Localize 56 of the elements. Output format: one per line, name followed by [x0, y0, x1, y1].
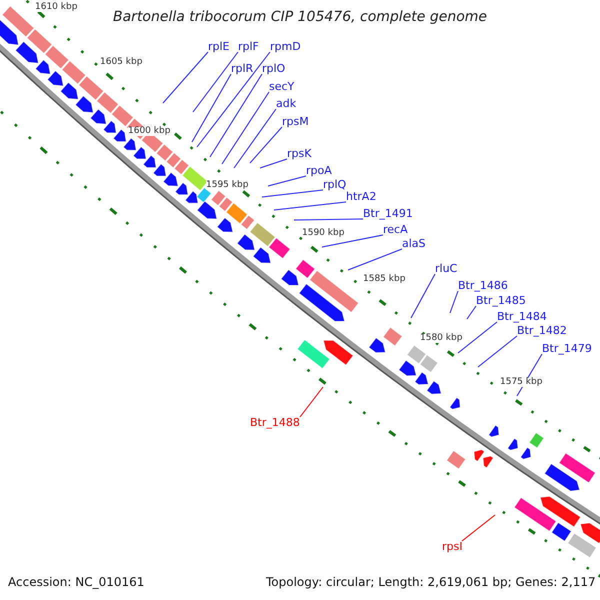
- leader-line: [192, 74, 232, 142]
- scale-label: 1610 kbp: [35, 3, 78, 12]
- leader-line: [262, 190, 324, 198]
- gene-label: rluC: [435, 263, 458, 274]
- gene-label: rplQ: [323, 179, 346, 190]
- gene-label: recA: [383, 224, 408, 235]
- gene-label: Btr_1488: [250, 417, 300, 428]
- leader-line: [210, 74, 262, 158]
- leader-line: [294, 218, 364, 220]
- leader-line: [322, 234, 384, 248]
- gene-label: secY: [269, 81, 294, 92]
- gene-label: Btr_1486: [458, 280, 508, 291]
- leader-line: [410, 274, 436, 318]
- leader-line: [234, 108, 276, 168]
- gene-label: Btr_1479: [542, 343, 592, 354]
- leader-line: [466, 306, 476, 320]
- scale-label: 1605 kbp: [100, 58, 142, 67]
- leader-line: [450, 290, 458, 314]
- title: Bartonella tribocorum CIP 105476, complete genome: [113, 10, 488, 24]
- gene-label: alaS: [402, 238, 426, 249]
- gene-label: rplE: [208, 41, 230, 52]
- leader-line: [274, 202, 346, 210]
- scale-label: 1585 kbp: [363, 275, 406, 284]
- gene-label: rplF: [238, 41, 259, 52]
- scale-label: 1575 kbp: [500, 378, 542, 387]
- gene-label: Btr_1482: [517, 325, 567, 336]
- leader-line: [300, 386, 324, 418]
- gene-label: rpoA: [306, 165, 332, 176]
- scale-label: 1580 kbp: [420, 334, 462, 343]
- footer-text: Topology: circular; Length: 2,619,061 bp; Genes: 2,117: [266, 576, 596, 588]
- gene-label: rpmD: [270, 41, 301, 52]
- leader-line: [162, 52, 208, 104]
- gene-label: rplO: [262, 63, 286, 74]
- leader-line: [250, 126, 282, 164]
- scale-label: 1590 kbp: [302, 229, 344, 238]
- footer-text: Accession: NC_010161: [8, 576, 144, 588]
- gene-label: Btr_1485: [476, 295, 526, 306]
- gene-label: rpsI: [442, 541, 462, 552]
- scale-label: 1600 kbp: [128, 127, 170, 136]
- gene-label: rpsM: [282, 116, 309, 127]
- gene-label: rpsK: [287, 148, 312, 159]
- leader-line: [478, 336, 518, 368]
- gene-label: rplR: [231, 63, 254, 74]
- leader-line: [462, 514, 496, 542]
- leader-line: [222, 92, 270, 164]
- leader-line: [348, 248, 402, 270]
- leader-line: [268, 176, 306, 186]
- gene-label: Btr_1491: [363, 208, 413, 219]
- gene-label: Btr_1484: [497, 311, 547, 322]
- scale-label: 1595 kbp: [206, 181, 248, 190]
- gene-label: adk: [276, 98, 296, 109]
- gene-label: htrA2: [346, 191, 376, 202]
- leader-line: [192, 52, 238, 112]
- leader-line: [458, 322, 498, 354]
- leader-line: [260, 158, 288, 168]
- leader-line: [196, 52, 270, 148]
